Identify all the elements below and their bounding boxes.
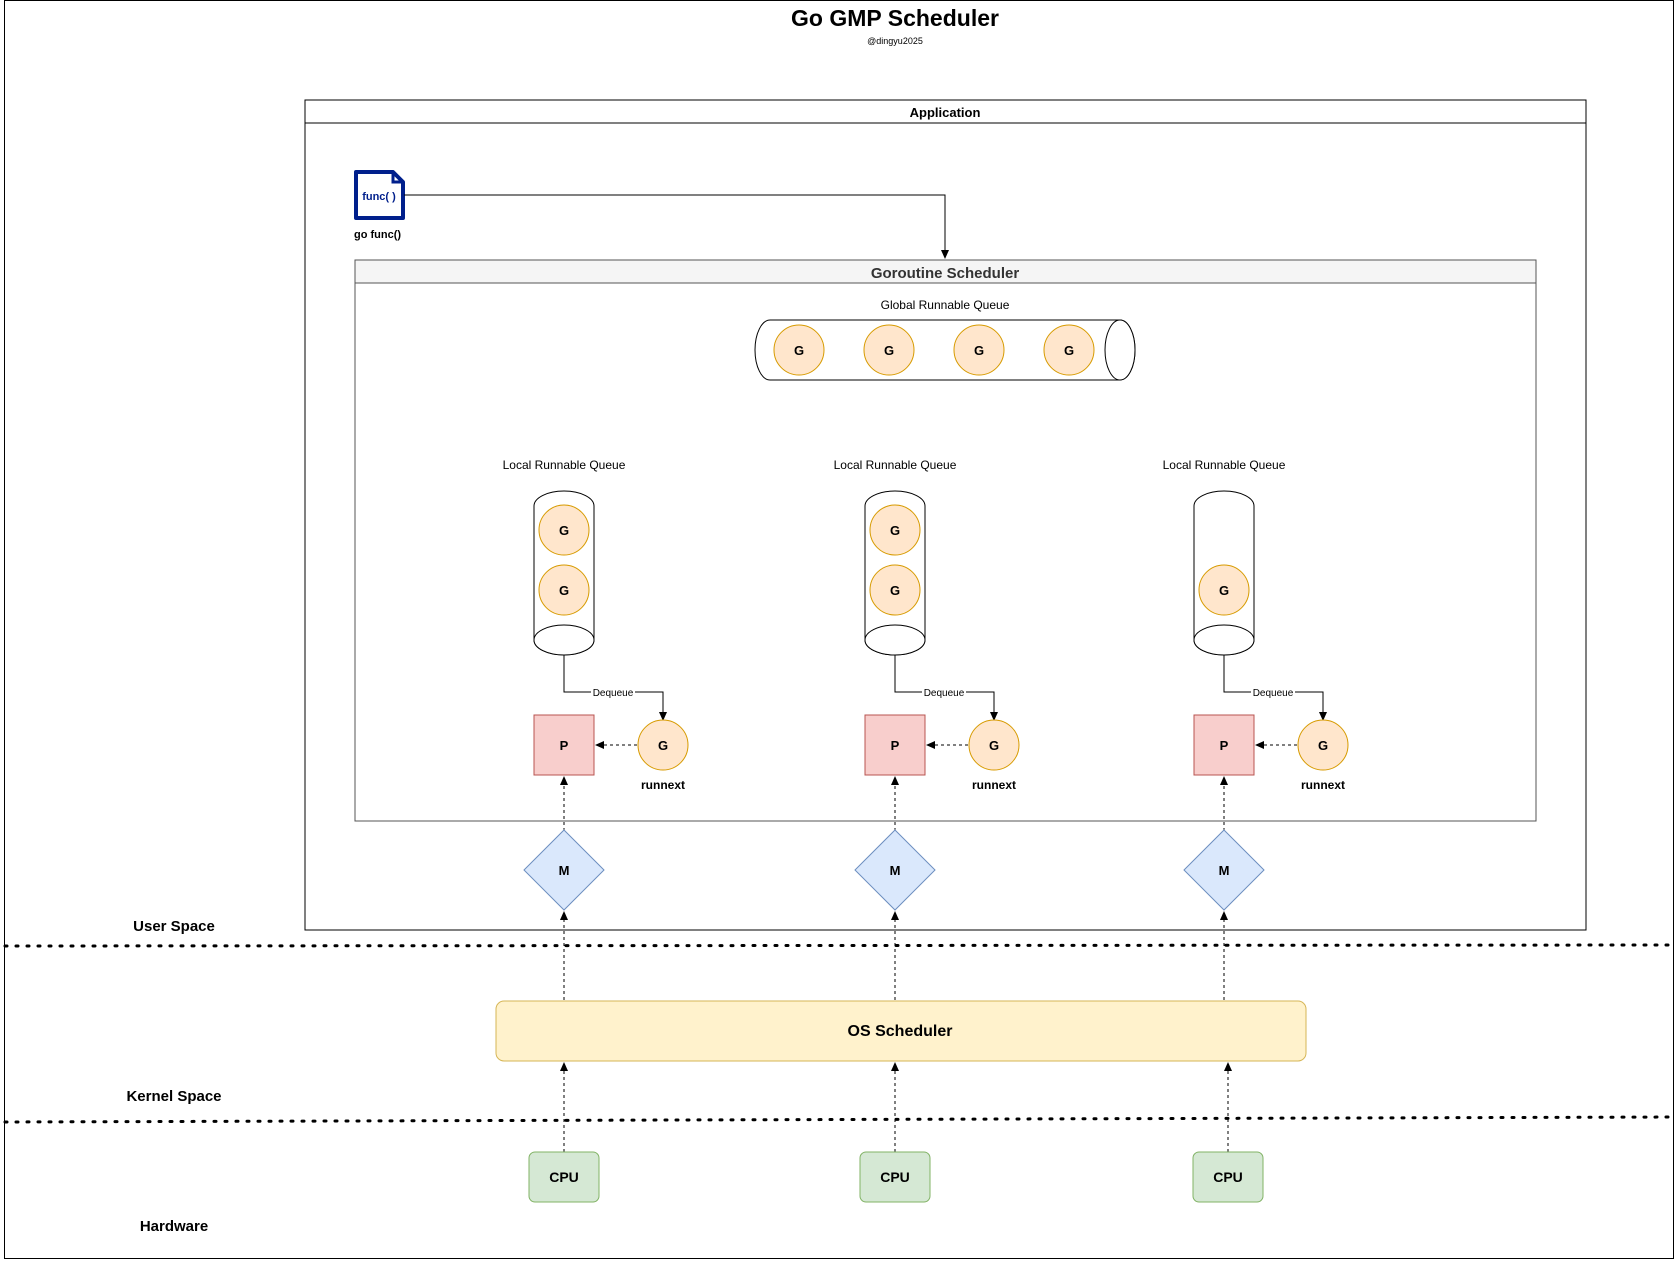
cpu-label: CPU [1213, 1169, 1243, 1185]
hardware-label: Hardware [140, 1218, 208, 1235]
goroutine-label: G [974, 343, 984, 358]
user-space-label: User Space [133, 918, 215, 935]
user-kernel-separator [3, 943, 1678, 948]
runnext-goroutine: G [1297, 719, 1349, 771]
cpu-box: CPU [859, 1151, 931, 1203]
goroutine-label: G [1064, 343, 1074, 358]
goroutine-label: G [890, 523, 900, 538]
goroutine-scheduler-label: Goroutine Scheduler [871, 265, 1020, 282]
goroutine-label: G [1219, 583, 1229, 598]
runnext-label: runnext [1301, 778, 1345, 792]
local-goroutine: G [1198, 564, 1250, 616]
processor-label: P [1220, 738, 1229, 753]
dequeue-label: Dequeue [924, 688, 965, 699]
dequeue-label: Dequeue [1253, 688, 1294, 699]
diagram-title: Go GMP Scheduler [791, 5, 999, 31]
goroutine-label: G [559, 523, 569, 538]
local-queue-label: Local Runnable Queue [1163, 458, 1286, 472]
processor-label: P [891, 738, 900, 753]
goroutine-label: G [658, 738, 668, 753]
func-to-scheduler-arrow [404, 194, 949, 259]
local-goroutine: G [538, 504, 590, 556]
goroutine-label: G [1318, 738, 1328, 753]
global-goroutine: G [863, 324, 915, 376]
machine-label: M [1219, 863, 1230, 878]
global-goroutine: G [953, 324, 1005, 376]
machine-diamond: M [523, 829, 605, 911]
runnext-label: runnext [972, 778, 1016, 792]
func-label: go func() [354, 229, 401, 241]
processor-box: P [1193, 714, 1255, 776]
local-queue-label: Local Runnable Queue [834, 458, 957, 472]
kernel-space-label: Kernel Space [126, 1088, 221, 1105]
runnext-goroutine: G [637, 719, 689, 771]
global-goroutine: G [773, 324, 825, 376]
goroutine-label: G [794, 343, 804, 358]
func-document-icon: func( ) [354, 170, 405, 220]
goroutine-label: G [559, 583, 569, 598]
local-queue-label: Local Runnable Queue [503, 458, 626, 472]
os-scheduler-label: OS Scheduler [848, 1023, 953, 1040]
func-icon-text: func( ) [362, 191, 396, 203]
machine-label: M [890, 863, 901, 878]
cpu-label: CPU [549, 1169, 579, 1185]
kernel-hardware-separator [3, 1115, 1678, 1124]
cpu-box: CPU [1192, 1151, 1264, 1203]
processor-label: P [560, 738, 569, 753]
global-runnable-queue [754, 319, 1136, 381]
goroutine-label: G [989, 738, 999, 753]
local-goroutine: G [538, 564, 590, 616]
processor-box: P [533, 714, 595, 776]
global-queue-label: Global Runnable Queue [881, 298, 1010, 312]
processor-box: P [864, 714, 926, 776]
runnext-goroutine: G [968, 719, 1020, 771]
goroutine-label: G [890, 583, 900, 598]
runnext-label: runnext [641, 778, 685, 792]
local-goroutine: G [869, 564, 921, 616]
global-goroutine: G [1043, 324, 1095, 376]
cpu-box: CPU [528, 1151, 600, 1203]
application-label: Application [910, 105, 981, 120]
machine-diamond: M [1183, 829, 1265, 911]
cpu-label: CPU [880, 1169, 910, 1185]
local-goroutine: G [869, 504, 921, 556]
goroutine-label: G [884, 343, 894, 358]
os-scheduler: OS Scheduler [495, 1000, 1307, 1062]
machine-diamond: M [854, 829, 936, 911]
diagram-subtitle: @dingyu2025 [867, 36, 923, 46]
machine-label: M [559, 863, 570, 878]
dequeue-label: Dequeue [593, 688, 634, 699]
